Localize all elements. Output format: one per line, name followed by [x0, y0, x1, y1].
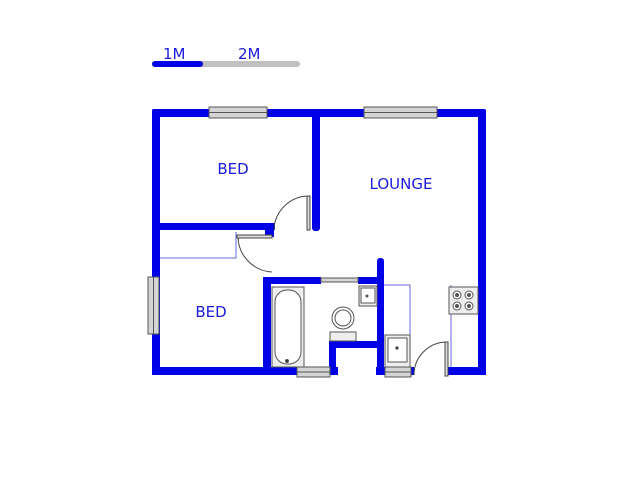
door-swing [273, 195, 310, 231]
door-leaf [236, 234, 273, 239]
wall-bathroom-inner-vertical [329, 341, 336, 375]
bathroom-basin [358, 285, 378, 307]
room-label-lounge: LOUNGE [370, 175, 433, 193]
wall-bathroom-left [263, 277, 271, 375]
wall-bathroom-inner [329, 341, 384, 348]
windows [147, 106, 438, 378]
stove [448, 286, 479, 315]
door-leaf [444, 341, 449, 377]
wall-bottom-left [152, 367, 338, 375]
wall-stub [265, 230, 274, 237]
door-swing [413, 341, 448, 376]
room-label-bed-1: BED [217, 160, 248, 178]
scale-bar: 1M 2M [152, 45, 300, 67]
fixtures [271, 285, 479, 368]
window [320, 277, 359, 283]
wall-bed-lounge [312, 109, 320, 231]
kitchen-sink [384, 334, 411, 368]
door-leaf [306, 195, 311, 231]
room-label-bed-2: BED [195, 303, 226, 321]
wall-bottom-right [448, 367, 486, 375]
toilet [329, 306, 357, 342]
walls [152, 109, 486, 375]
doors [236, 195, 449, 377]
scale-label-2m: 2M [238, 45, 261, 63]
door-swing [237, 236, 273, 273]
wall-kitchen [377, 258, 384, 375]
wall-bedroom-divider [152, 223, 275, 230]
wall-right [478, 109, 486, 375]
wall-left [152, 109, 160, 375]
bathtub [271, 286, 305, 368]
wall-bathroom-top [263, 277, 321, 284]
scale-label-1m: 1M [163, 45, 186, 63]
wall-bathroom-top-right [358, 277, 384, 284]
